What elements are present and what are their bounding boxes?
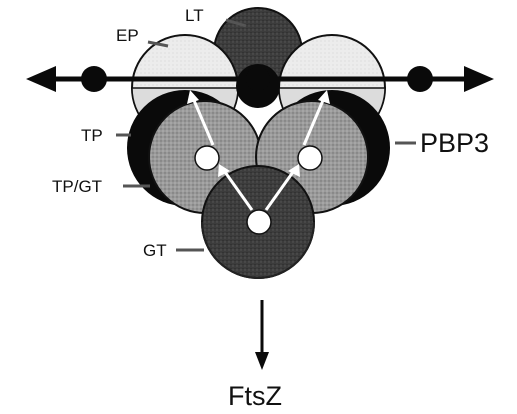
label-ftsz: FtsZ [228, 381, 282, 411]
label-pbp3: PBP3 [420, 128, 489, 158]
active-site-bottom [247, 210, 271, 234]
label-tp-gt: TP/GT [52, 177, 102, 196]
label-lt: LT [185, 6, 204, 25]
label-tp: TP [81, 126, 103, 145]
active-site-left [195, 146, 219, 170]
active-site-right [298, 146, 322, 170]
label-gt: GT [143, 241, 167, 260]
down-arrow [255, 300, 269, 370]
horizontal-double-arrow [26, 66, 494, 92]
label-ep: EP [116, 26, 139, 45]
